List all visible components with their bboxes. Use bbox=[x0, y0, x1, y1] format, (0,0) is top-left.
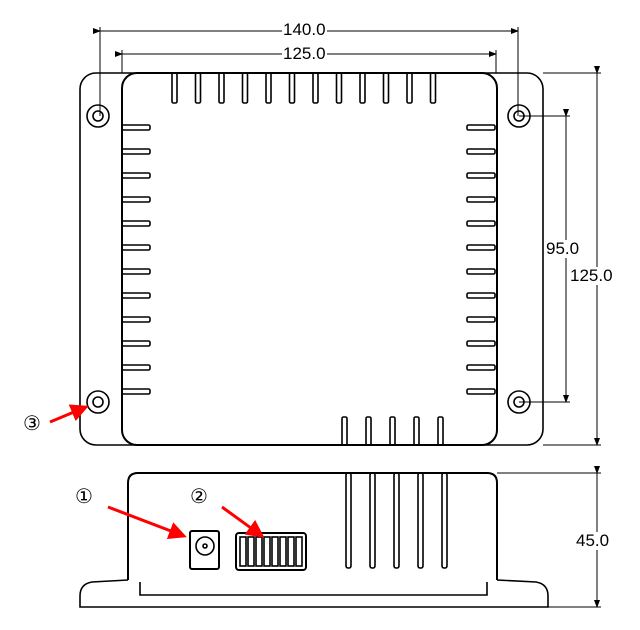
right-fin bbox=[466, 172, 496, 179]
dip-key bbox=[287, 536, 295, 567]
dip-switch bbox=[235, 532, 307, 571]
callout-arrows bbox=[49, 404, 265, 540]
dim-overall-width: 140.0 bbox=[282, 20, 327, 39]
left-fin bbox=[121, 340, 151, 347]
bottom-fin bbox=[437, 416, 444, 446]
dim-body-width: 125.0 bbox=[282, 44, 327, 63]
dip-key bbox=[255, 536, 263, 567]
right-fin bbox=[466, 124, 496, 131]
base-side bbox=[79, 579, 549, 608]
top-fin bbox=[171, 72, 178, 104]
left-fin bbox=[121, 364, 151, 371]
dip-switch-keys bbox=[239, 536, 303, 567]
right-fin bbox=[466, 148, 496, 155]
arrow-mounting-hole bbox=[49, 404, 89, 424]
dim-hole-spacing: 95.0 bbox=[545, 239, 581, 258]
top-fin bbox=[312, 72, 319, 104]
side-fin bbox=[345, 472, 352, 569]
dip-key bbox=[271, 536, 279, 567]
right-fin bbox=[466, 316, 496, 323]
side-fin bbox=[393, 472, 400, 569]
right-fin bbox=[466, 244, 496, 251]
dip-key bbox=[295, 536, 303, 567]
left-fin bbox=[121, 292, 151, 299]
left-fin bbox=[121, 388, 151, 395]
arrow-power-jack bbox=[107, 505, 187, 540]
right-fin bbox=[466, 340, 496, 347]
left-fin bbox=[121, 124, 151, 131]
left-fin bbox=[121, 172, 151, 179]
right-fin bbox=[466, 388, 496, 395]
power-jack bbox=[189, 530, 220, 570]
top-fin bbox=[406, 72, 413, 104]
side-fin bbox=[369, 472, 376, 569]
left-fin bbox=[121, 316, 151, 323]
dip-key bbox=[239, 536, 247, 567]
right-fin bbox=[466, 364, 496, 371]
left-fin bbox=[121, 268, 151, 275]
body-top bbox=[121, 72, 498, 446]
dip-key bbox=[263, 536, 271, 567]
callout-1: ① bbox=[75, 486, 93, 508]
right-fin bbox=[466, 196, 496, 203]
top-fin bbox=[335, 72, 343, 104]
dip-key bbox=[247, 536, 255, 567]
dim-height: 45.0 bbox=[575, 531, 611, 550]
top-fin bbox=[382, 72, 390, 104]
left-fin bbox=[121, 244, 151, 251]
left-fin bbox=[121, 220, 151, 227]
top-fin bbox=[194, 72, 202, 104]
callout-3: ③ bbox=[23, 413, 41, 435]
top-fin bbox=[218, 72, 225, 104]
top-fin bbox=[288, 72, 296, 104]
bottom-fin bbox=[413, 416, 420, 446]
callout-2: ② bbox=[190, 486, 208, 508]
top-fin bbox=[429, 72, 437, 104]
right-fin bbox=[466, 292, 496, 299]
right-fin bbox=[466, 220, 496, 227]
left-fin bbox=[121, 196, 151, 203]
heatsink-fins bbox=[121, 72, 496, 569]
right-fin bbox=[466, 268, 496, 275]
bottom-fin bbox=[365, 416, 372, 446]
top-fin bbox=[241, 72, 249, 104]
bottom-fin bbox=[341, 416, 348, 446]
top-fin bbox=[265, 72, 272, 104]
left-fin bbox=[121, 148, 151, 155]
side-fin bbox=[417, 472, 424, 569]
side-fin bbox=[441, 472, 448, 569]
bottom-fin bbox=[389, 416, 396, 446]
mounting-holes bbox=[86, 104, 531, 414]
dim-overall-depth: 125.0 bbox=[569, 266, 614, 285]
dip-key bbox=[279, 536, 287, 567]
body-side bbox=[127, 472, 498, 580]
top-fin bbox=[359, 72, 366, 104]
arrow-dip-switch bbox=[221, 505, 265, 538]
